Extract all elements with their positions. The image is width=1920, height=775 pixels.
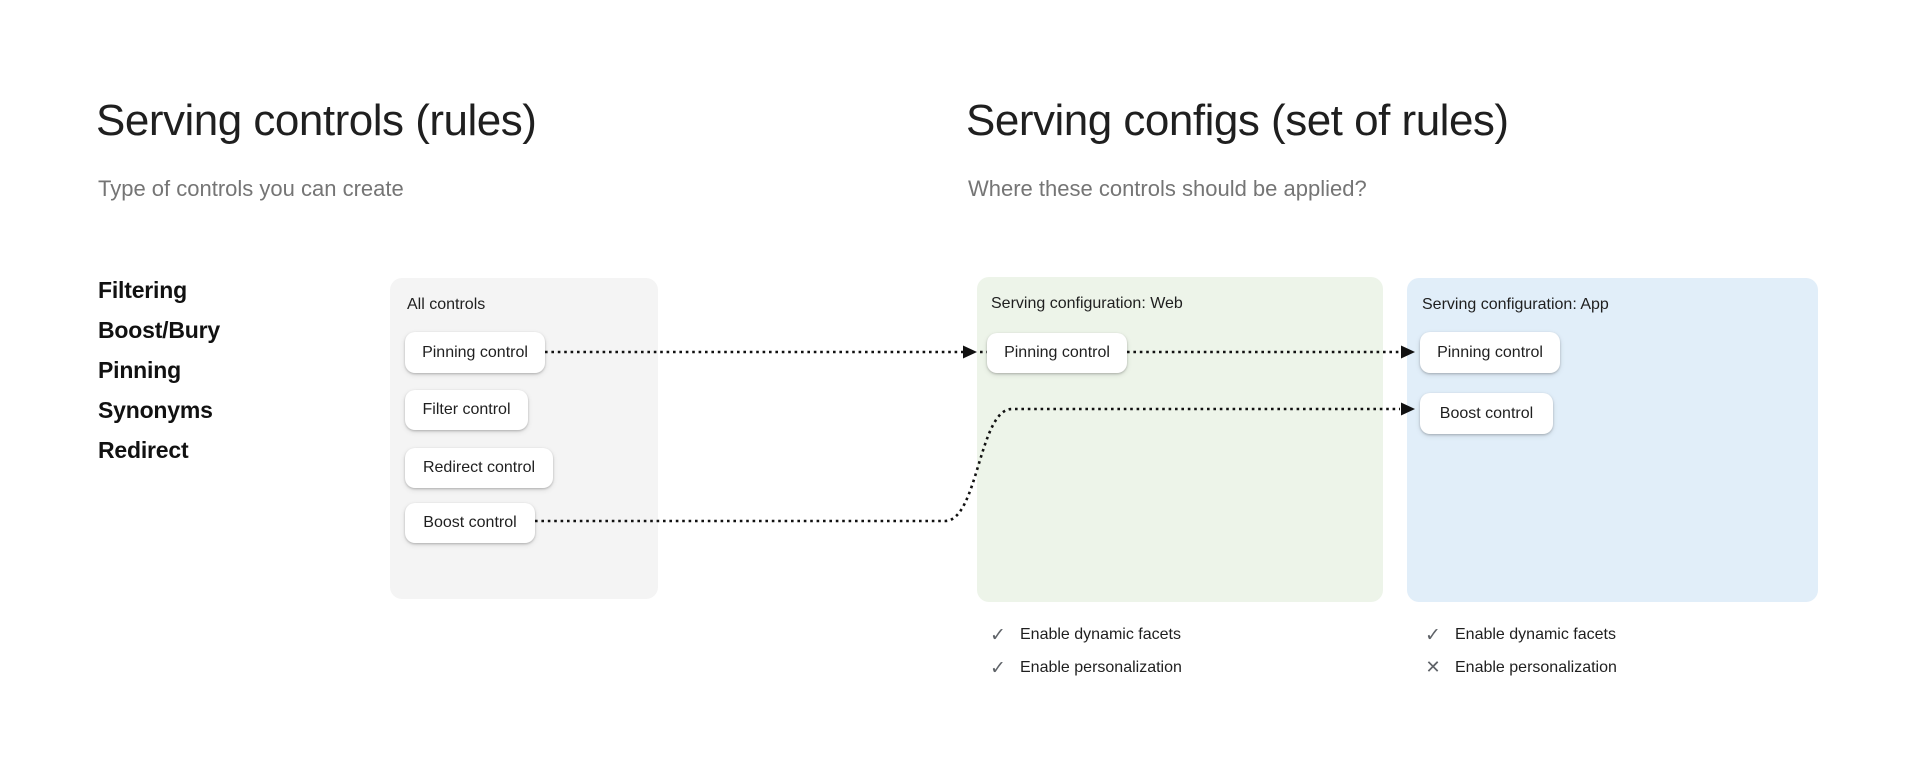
app-feature-personalization-label: Enable personalization — [1455, 659, 1617, 676]
left-section-title: Serving controls (rules) — [96, 96, 537, 145]
chip-boost-control: Boost control — [405, 503, 535, 543]
right-section-title: Serving configs (set of rules) — [966, 96, 1509, 145]
check-icon: ✓ — [1425, 624, 1441, 646]
app-chip-boost-control: Boost control — [1420, 393, 1553, 434]
check-icon: ✓ — [990, 624, 1006, 646]
web-chip-pinning-control: Pinning control — [987, 333, 1127, 373]
app-feature-personalization: ✕ Enable personalization — [1424, 655, 1617, 681]
left-section-subtitle: Type of controls you can create — [98, 176, 404, 201]
right-section-subtitle: Where these controls should be applied? — [968, 176, 1367, 201]
chip-filter-control: Filter control — [405, 390, 528, 430]
app-chip-pinning-control: Pinning control — [1420, 332, 1560, 373]
web-feature-personalization: ✓ Enable personalization — [989, 655, 1182, 681]
control-type-pinning: Pinning — [98, 357, 181, 383]
web-feature-dynamic-facets: ✓ Enable dynamic facets — [989, 622, 1182, 648]
check-icon: ✓ — [990, 657, 1006, 679]
app-feature-dynamic-facets: ✓ Enable dynamic facets — [1424, 622, 1617, 648]
control-type-filtering: Filtering — [98, 277, 187, 303]
serving-config-app-card: Serving configuration: App Pinning contr… — [1407, 278, 1818, 602]
control-types-list: Filtering Boost/Bury Pinning Synonyms Re… — [98, 270, 220, 470]
web-features-list: ✓ Enable dynamic facets ✓ Enable persona… — [989, 622, 1182, 681]
chip-pinning-control: Pinning control — [405, 332, 545, 373]
arrowhead-pinning-to-web — [963, 345, 977, 359]
serving-config-web-label: Serving configuration: Web — [991, 295, 1183, 312]
control-type-synonyms: Synonyms — [98, 397, 213, 423]
x-icon: ✕ — [1425, 657, 1441, 678]
control-type-boost-bury: Boost/Bury — [98, 317, 220, 343]
serving-config-web-card: Serving configuration: Web Pinning contr… — [977, 277, 1383, 602]
serving-config-app-label: Serving configuration: App — [1422, 296, 1609, 313]
all-controls-card: All controls Pinning control Filter cont… — [390, 278, 658, 599]
web-feature-personalization-label: Enable personalization — [1020, 659, 1182, 676]
control-type-redirect: Redirect — [98, 437, 189, 463]
app-feature-dynamic-facets-label: Enable dynamic facets — [1455, 626, 1616, 643]
all-controls-card-label: All controls — [407, 296, 486, 313]
app-features-list: ✓ Enable dynamic facets ✕ Enable persona… — [1424, 622, 1617, 681]
web-feature-dynamic-facets-label: Enable dynamic facets — [1020, 626, 1181, 643]
chip-redirect-control: Redirect control — [405, 448, 553, 488]
